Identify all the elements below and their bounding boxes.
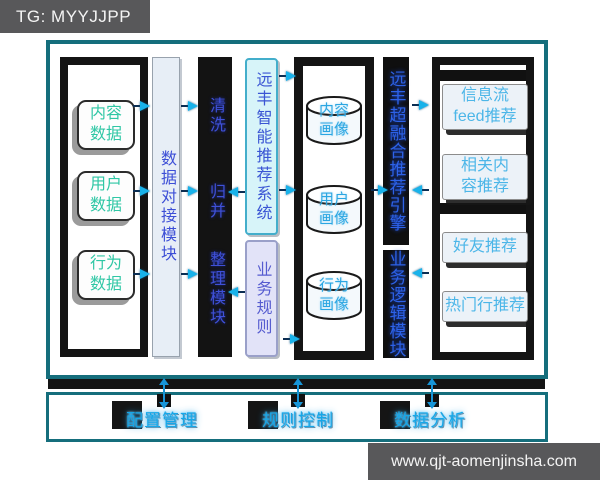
tg-banner: TG: MYYJJPP — [0, 0, 150, 33]
output-box-hot: 热门行推荐 — [442, 291, 528, 322]
output-label: 相关内 容推荐 — [460, 157, 509, 195]
control-label-analytics: 数据分析 — [394, 411, 466, 430]
source-box-behavior-data: 行为 数据 — [77, 250, 135, 300]
profile-label: 内容 画像 — [318, 102, 349, 138]
output-box-feed: 信息流 feed推荐 — [442, 84, 528, 130]
tg-banner-text: TG: MYYJJPP — [16, 6, 132, 26]
flow-arrow-left-icon — [228, 287, 245, 297]
source-label: 用户 数据 — [89, 176, 122, 214]
user-profile-cylinder: 用户 画像 — [304, 184, 364, 236]
flow-arrow-right-icon — [279, 185, 296, 195]
business-rules-label: 业务规则 — [253, 260, 271, 337]
flow-arrow-right-icon — [133, 269, 150, 279]
clean-merge-module: 清洗 归并 整理模块 — [198, 57, 232, 357]
container-divider — [440, 203, 526, 214]
source-label: 行为 数据 — [89, 255, 122, 293]
flow-arrow-right-icon — [181, 186, 198, 196]
site-banner: www.qjt-aomenjinsha.com — [368, 443, 600, 480]
flow-arrow-right-icon — [181, 101, 198, 111]
database-cylinder-icon — [306, 185, 362, 234]
profile-label: 用户 画像 — [318, 191, 349, 227]
vertical-double-arrow-icon — [426, 378, 438, 409]
site-banner-text: www.qjt-aomenjinsha.com — [391, 452, 577, 470]
data-dock-label: 数据对接模块 — [158, 150, 175, 264]
flow-arrow-right-icon — [371, 185, 388, 195]
source-box-content-data: 内容 数据 — [77, 100, 135, 150]
fusion-engine-label: 远丰超融合推荐引擎 — [386, 70, 406, 232]
output-label: 好友推荐 — [452, 238, 517, 256]
content-profile-cylinder: 内容 画像 — [304, 95, 364, 147]
flow-arrow-left-icon — [412, 185, 429, 195]
flow-arrow-right-icon — [133, 101, 150, 111]
vertical-double-arrow-icon — [292, 378, 304, 409]
flow-arrow-right-icon — [181, 269, 198, 279]
flow-arrow-right-icon — [412, 100, 429, 110]
source-label: 内容 数据 — [89, 105, 122, 143]
flow-arrow-right-icon — [279, 71, 296, 81]
business-rules-box: 业务规则 — [245, 240, 278, 357]
label-accent-block — [112, 401, 142, 429]
flow-arrow-left-icon — [412, 268, 429, 278]
output-box-related: 相关内 容推荐 — [442, 154, 528, 200]
fusion-engine-strip: 远丰超融合推荐引擎 — [383, 57, 409, 245]
flow-arrow-left-icon — [228, 187, 245, 197]
profile-label: 行为 画像 — [318, 277, 349, 313]
organize-label: 整理模块 — [207, 251, 224, 327]
control-label-rules: 规则控制 — [262, 411, 334, 430]
logic-module-label: 业务逻辑模块 — [386, 250, 406, 358]
output-box-friends: 好友推荐 — [442, 232, 528, 263]
flow-arrow-right-icon — [283, 334, 300, 344]
label-accent-block — [248, 401, 278, 429]
vertical-double-arrow-icon — [158, 378, 170, 409]
logic-module-strip: 业务逻辑模块 — [383, 250, 409, 358]
database-cylinder-icon — [306, 96, 362, 145]
data-dock-module: 数据对接模块 — [152, 57, 180, 357]
output-label: 热门行推荐 — [444, 297, 525, 315]
recommend-system-box: 远丰智能推荐系统 — [245, 58, 278, 235]
clean-label: 清洗 — [207, 97, 224, 135]
behavior-profile-cylinder: 行为 画像 — [304, 270, 364, 322]
output-label: 信息流 feed推荐 — [453, 87, 517, 125]
container-divider — [440, 70, 526, 81]
label-accent-block — [380, 401, 410, 429]
merge-label: 归并 — [207, 183, 224, 221]
recommend-system-label: 远丰智能推荐系统 — [253, 70, 271, 223]
control-label-config: 配置管理 — [126, 411, 198, 430]
source-box-user-data: 用户 数据 — [77, 171, 135, 221]
database-cylinder-icon — [306, 271, 362, 320]
flow-arrow-right-icon — [133, 186, 150, 196]
